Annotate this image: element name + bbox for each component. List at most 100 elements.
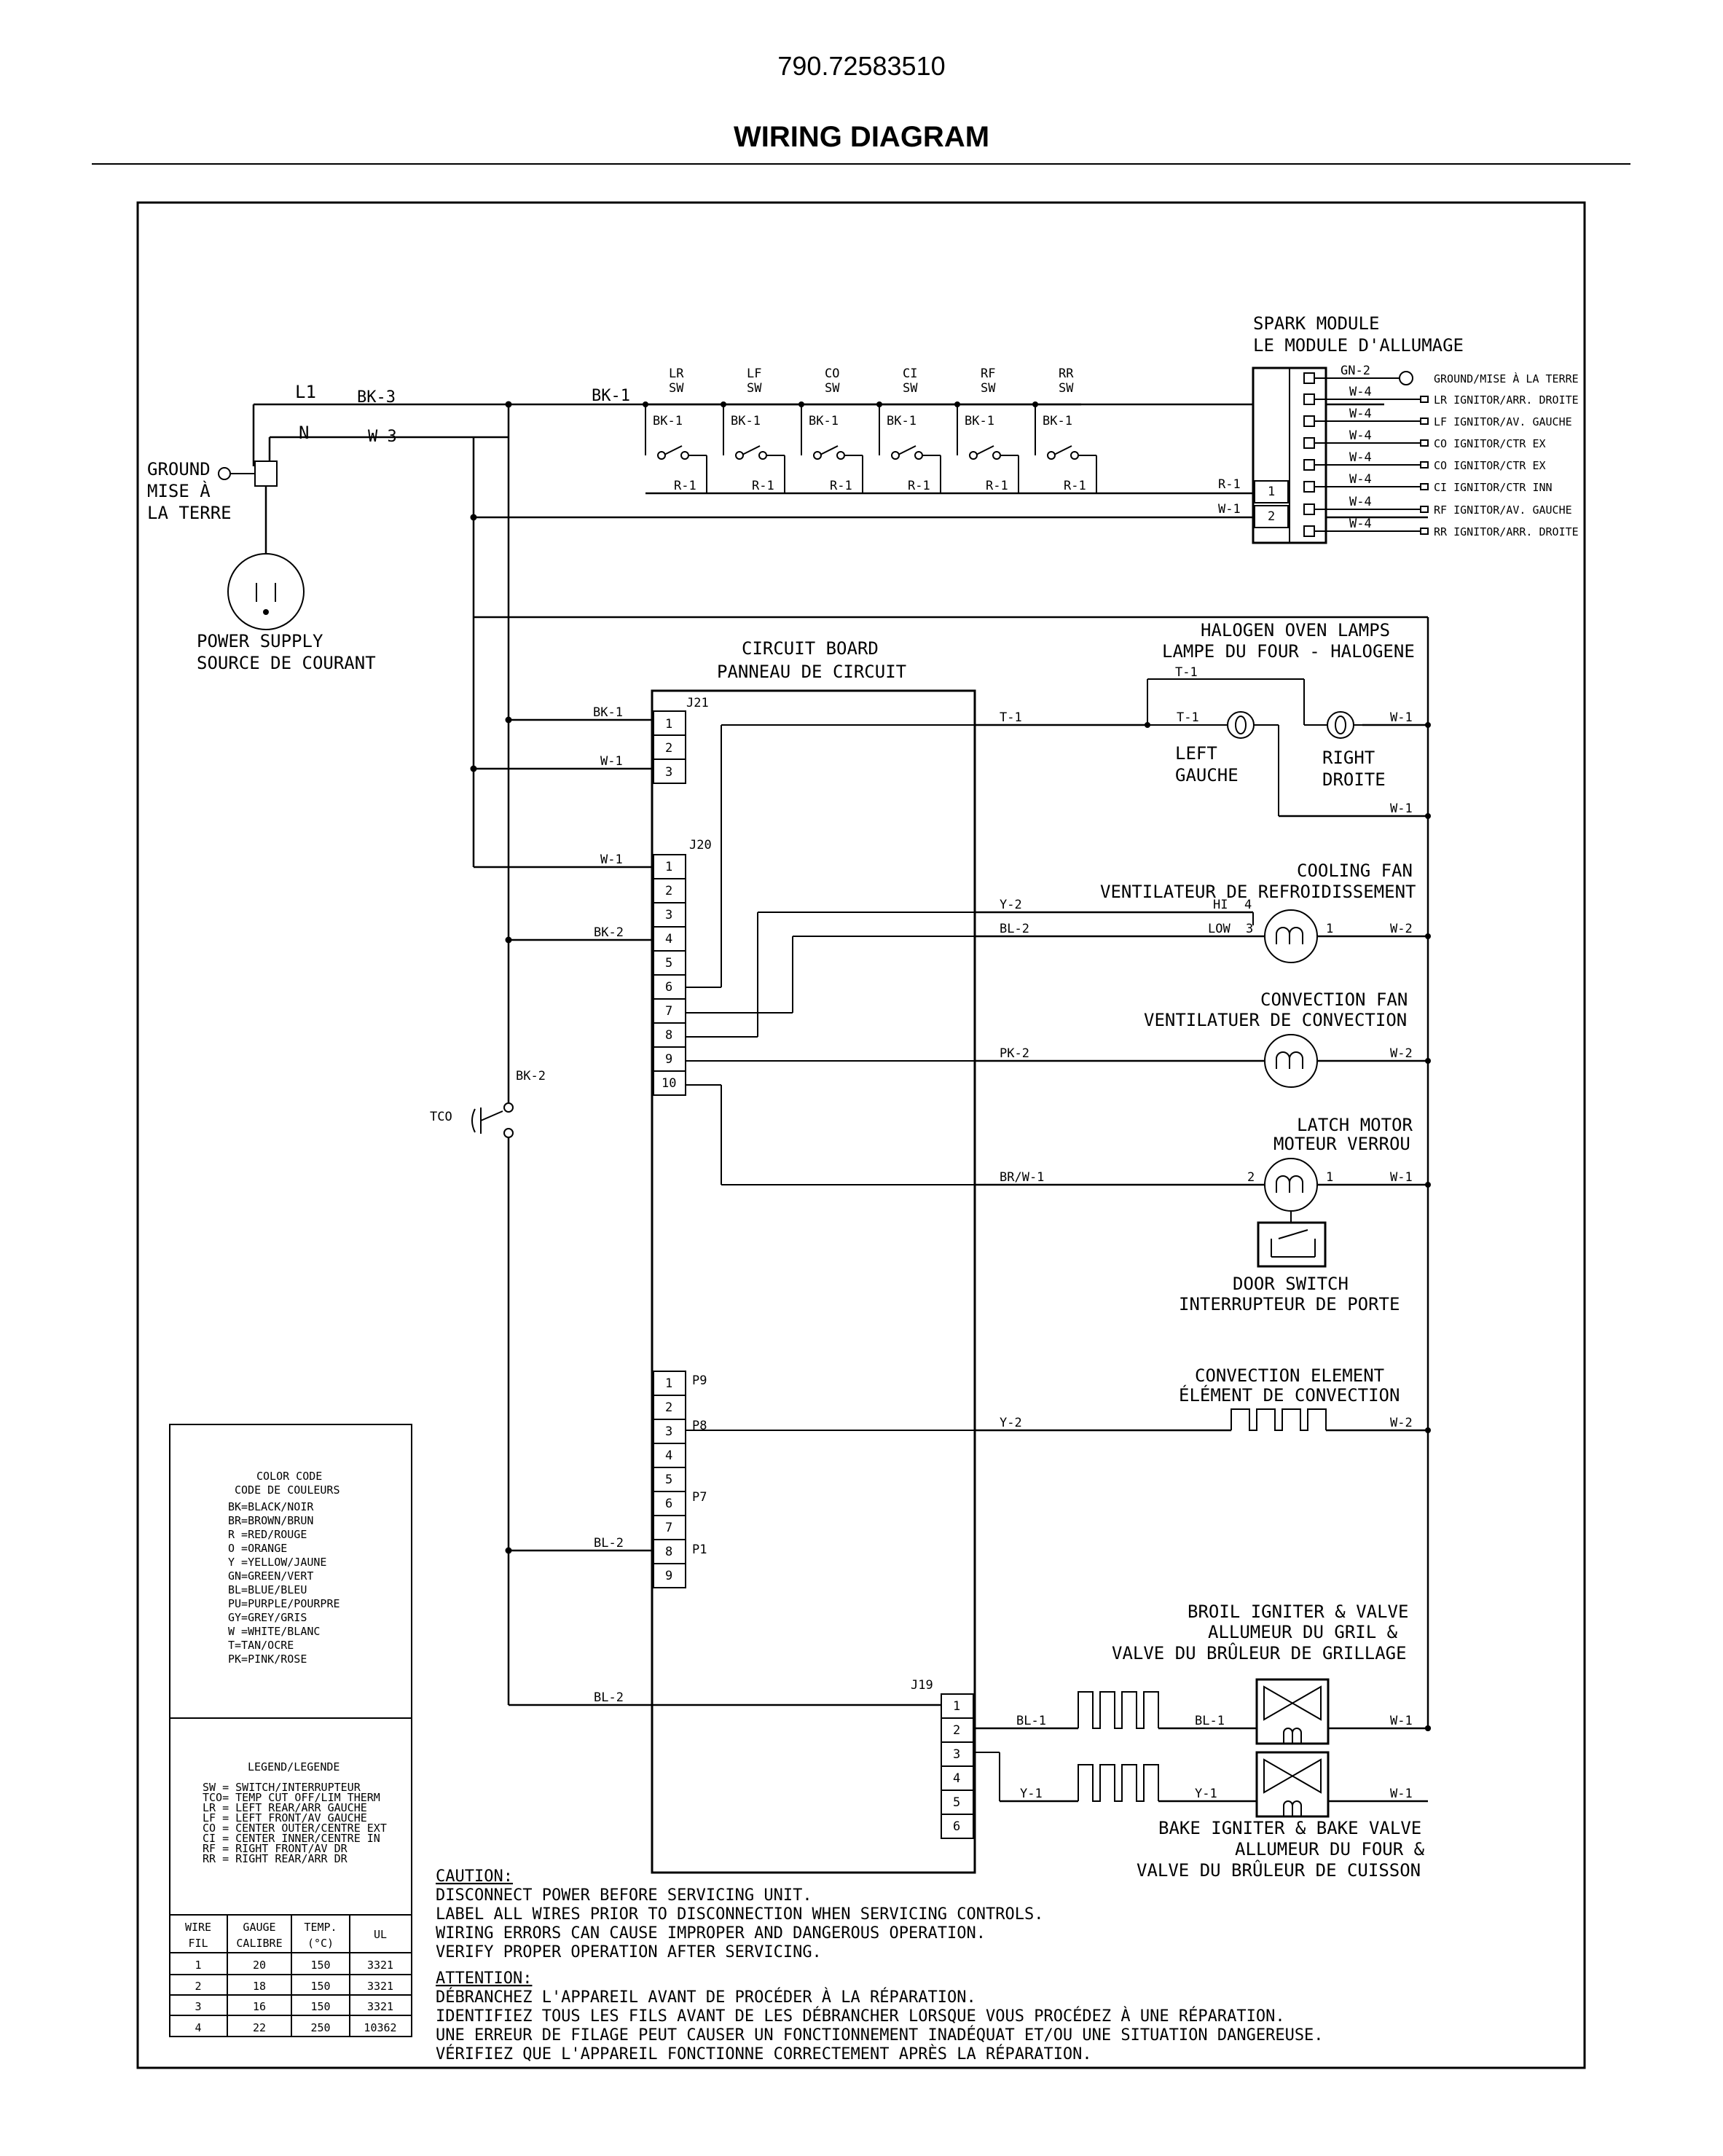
- latch-title-1: LATCH MOTOR: [1297, 1115, 1413, 1135]
- spark-output-4: W-4 CO IGNITOR/CTR EX: [1303, 450, 1546, 472]
- color-code-item: GY=GREY/GRIS: [228, 1611, 307, 1624]
- broil-w1-label: W-1: [1390, 1714, 1413, 1728]
- switch-lf-out: R-1: [752, 479, 774, 493]
- burner-switches: LR SW BK-1 R-1 LF SW BK-1 R-1 CO SW BK-1…: [643, 366, 1253, 495]
- spark-in-wire-1: R-1: [1218, 477, 1241, 492]
- legend-item: RF = RIGHT FRONT/AV DR: [203, 1842, 348, 1855]
- color-code-item: BL=BLUE/BLEU: [228, 1583, 307, 1596]
- halogen-t1-top-label: T-1: [1175, 665, 1198, 680]
- convection-w2-label: W-2: [1390, 1046, 1413, 1061]
- switch-rr-out: R-1: [1064, 479, 1086, 493]
- halogen-w1-return-label: W-1: [1390, 801, 1413, 816]
- caution-line: LABEL ALL WIRES PRIOR TO DISCONNECTION W…: [436, 1905, 1043, 1924]
- wire-table-header: GAUGE: [243, 1921, 275, 1934]
- legend-item: CI = CENTER INNER/CENTRE IN: [203, 1832, 380, 1845]
- conv-element-y2-label: Y-2: [1000, 1416, 1022, 1430]
- attention-line: UNE ERREUR DE FILAGE PEUT CAUSER UN FONC…: [436, 2026, 1324, 2045]
- cooling-fan-title-1: COOLING FAN: [1297, 861, 1413, 881]
- wire-table-header: FIL: [188, 1937, 208, 1950]
- wire-table-cell: 22: [253, 2021, 266, 2034]
- j19-name: J19: [911, 1678, 933, 1693]
- caution-line: WIRING ERRORS CAN CAUSE IMPROPER AND DAN…: [436, 1924, 986, 1943]
- legend: LEGEND/LEGENDE SW = SWITCH/INTERRUPTEURT…: [203, 1760, 387, 1865]
- switch-lr: LR SW BK-1 R-1: [643, 366, 707, 493]
- cooling-y2-label: Y-2: [1000, 898, 1022, 912]
- p-pin-1: 1: [665, 1376, 672, 1391]
- latch-title-2: MOTEUR VERROU: [1273, 1134, 1410, 1154]
- p-pin-8: 8: [665, 1545, 672, 1559]
- spark-out-wire-0: GN-2: [1341, 364, 1370, 378]
- wire-table-header: TEMP.: [304, 1921, 337, 1934]
- connector-j20: J20 W-1 BK-2 1 2 3 4 5 6 7 8 9 10: [474, 724, 975, 1185]
- bake-title-3: VALVE DU BRÛLEUR DE CUISSON: [1137, 1859, 1421, 1881]
- power-junction: [254, 460, 278, 487]
- wire-table-cell: 1: [195, 1959, 201, 1972]
- latch-w1-label: W-1: [1390, 1170, 1413, 1185]
- switch-ci: CI SW BK-1 R-1: [876, 366, 941, 493]
- wire-table-cell: 4: [195, 2021, 201, 2034]
- switch-lr-out: R-1: [674, 479, 696, 493]
- halogen-title-2: LAMPE DU FOUR - HALOGENE: [1162, 641, 1415, 662]
- latch-motor-icon: [1264, 1158, 1318, 1212]
- j21-pin-2: 2: [665, 741, 672, 756]
- j19-pin-5: 5: [953, 1795, 960, 1810]
- ground-label-2: MISE À: [147, 480, 211, 501]
- supply-buses: BK-1: [470, 387, 1429, 1728]
- legend-item: LF = LEFT FRONT/AV GAUCHE: [203, 1811, 367, 1824]
- connector-j21: J21 1 2 3 BK-1 W-1: [474, 696, 709, 784]
- wire-table-cell: 10362: [364, 2021, 396, 2034]
- cooling-low-label: LOW: [1208, 922, 1231, 936]
- cooling-low-num: 3: [1246, 922, 1253, 936]
- wire-table-header: UL: [374, 1928, 387, 1941]
- j19-pin-1: 1: [953, 1699, 960, 1714]
- convection-element: CONVECTION ELEMENT ÉLÉMENT DE CONVECTION…: [975, 1365, 1431, 1433]
- color-code-item: O =ORANGE: [228, 1542, 287, 1555]
- switch-lr-code: LR: [669, 366, 684, 381]
- wire-table-cell: 150: [310, 2000, 330, 2013]
- wire-table-cell: 2: [195, 1980, 201, 1993]
- wire-table-cell: 150: [310, 1980, 330, 1993]
- cooling-fan-motor-icon: [1264, 909, 1318, 963]
- halogen-t1-board-label: T-1: [1000, 710, 1022, 725]
- w3-label: W-3: [368, 428, 397, 446]
- left-lamp-label-2: GAUCHE: [1175, 765, 1239, 785]
- model-number: 790.72583510: [777, 51, 946, 81]
- legend-item: CO = CENTER OUTER/CENTRE EXT: [203, 1822, 387, 1835]
- circuit-board: CIRCUIT BOARD PANNEAU DE CIRCUIT: [651, 638, 976, 1874]
- j20-w1-label: W-1: [600, 852, 623, 867]
- cooling-fan-title-2: VENTILATEUR DE REFROIDISSEMENT: [1100, 882, 1416, 902]
- spark-out-label-5: CI IGNITOR/CTR INN: [1434, 481, 1553, 494]
- j19-pin-2: 2: [953, 1723, 960, 1738]
- switch-rf-in: BK-1: [965, 414, 994, 428]
- caution-notes: CAUTION: DISCONNECT POWER BEFORE SERVICI…: [436, 1867, 1324, 2063]
- convection-fan-title-2: VENTILATUER DE CONVECTION: [1144, 1010, 1407, 1030]
- j19-bl2-label: BL-2: [594, 1690, 624, 1705]
- j20-pin-6: 6: [665, 980, 672, 995]
- color-code-item: GN=GREEN/VERT: [228, 1569, 313, 1583]
- spark-out-label-7: RR IGNITOR/ARR. DROITE: [1434, 525, 1579, 538]
- spark-out-wire-3: W-4: [1349, 428, 1372, 443]
- j21-w1-label: W-1: [600, 754, 623, 769]
- power-input: GROUND MISE À LA TERRE POWER SUPPLY SOUR…: [147, 382, 1384, 673]
- j19-pin-3: 3: [953, 1747, 960, 1762]
- switch-rr: RR SW BK-1 R-1: [1032, 366, 1097, 493]
- ground-terminal-icon: [218, 467, 231, 480]
- spark-in-pin-1: 1: [1268, 485, 1275, 499]
- legend-item: SW = SWITCH/INTERRUPTEUR: [203, 1781, 361, 1794]
- spark-out-label-6: RF IGNITOR/AV. GAUCHE: [1434, 503, 1572, 517]
- door-switch-title-2: INTERRUPTEUR DE PORTE: [1179, 1294, 1400, 1314]
- bk1-top-label: BK-1: [592, 387, 630, 405]
- wire-table-header: (°C): [307, 1937, 334, 1950]
- tco-thermostat: TCO BK-2: [430, 1069, 546, 1138]
- broil-title-2: ALLUMEUR DU GRIL &: [1208, 1622, 1398, 1642]
- color-code-item: BR=BROWN/BRUN: [228, 1514, 313, 1527]
- right-lamp-label-1: RIGHT: [1322, 748, 1375, 768]
- legend-title: LEGEND/LEGENDE: [248, 1760, 340, 1773]
- switch-rr-sw: SW: [1059, 381, 1074, 396]
- spark-out-wire-6: W-4: [1349, 495, 1372, 509]
- connector-p: 1 2 3 4 5 6 7 8 9 P9 P8 P7 P1 BL-2: [509, 1371, 975, 1588]
- legend-item: LR = LEFT REAR/ARR GAUCHE: [203, 1801, 367, 1814]
- attention-title: ATTENTION:: [436, 1969, 532, 1988]
- switch-rf-out: R-1: [986, 479, 1008, 493]
- switch-lf-code: LF: [747, 366, 761, 381]
